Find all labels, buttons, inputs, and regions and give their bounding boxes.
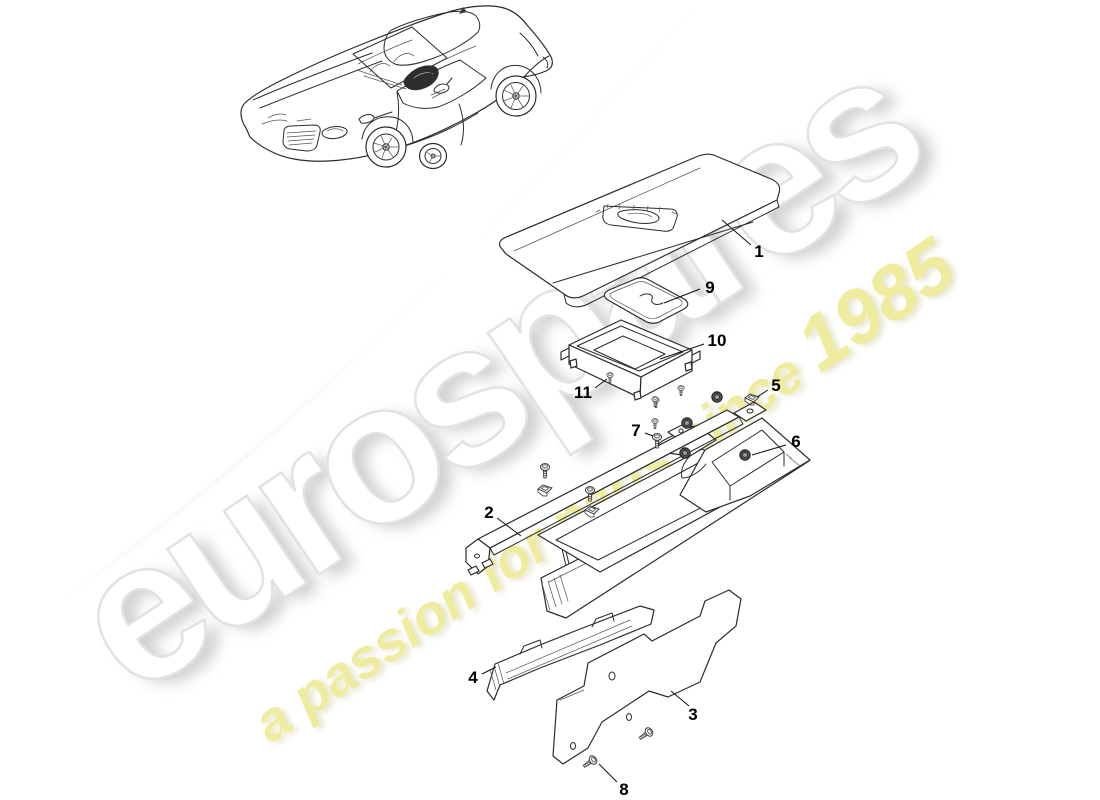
callout-number: 1 bbox=[754, 242, 763, 261]
callout-11: 11 bbox=[574, 378, 608, 402]
car-wiper bbox=[356, 69, 407, 90]
car-headlight bbox=[321, 126, 348, 140]
callout-number: 7 bbox=[631, 421, 640, 440]
bin-screw bbox=[677, 385, 685, 397]
callout-number: 4 bbox=[468, 668, 478, 687]
bin-screw bbox=[651, 418, 659, 430]
callout-number: 5 bbox=[771, 376, 780, 395]
car-illustration bbox=[240, 5, 553, 170]
callout-1: 1 bbox=[721, 219, 764, 261]
car-grille bbox=[282, 124, 321, 152]
console-left-bracket bbox=[465, 538, 494, 576]
console-nut bbox=[681, 417, 693, 429]
console-nut bbox=[679, 447, 691, 459]
callout-8: 8 bbox=[598, 763, 629, 799]
callout-layer: 1 9 10 11 5 7 6 2 4 3 8 bbox=[468, 219, 801, 799]
callout-number: 6 bbox=[791, 432, 800, 451]
callout-leader-line bbox=[670, 690, 690, 707]
callout-number: 3 bbox=[688, 705, 697, 724]
part-8-screw bbox=[636, 725, 655, 743]
callout-10: 10 bbox=[659, 331, 727, 360]
car-roof-panel bbox=[383, 10, 481, 66]
callout-number: 11 bbox=[574, 383, 592, 402]
car-front-left-wheel bbox=[361, 116, 414, 168]
part-3-closing-panel bbox=[552, 589, 742, 771]
part-10-storage-bin bbox=[560, 319, 701, 430]
car-windshield bbox=[352, 26, 448, 89]
callout-number: 2 bbox=[484, 503, 493, 522]
console-clip bbox=[537, 484, 553, 497]
car-mirror bbox=[433, 77, 453, 94]
car-front-right-wheel bbox=[418, 142, 448, 170]
part-8-screw bbox=[580, 753, 599, 771]
callout-4: 4 bbox=[468, 666, 497, 687]
car-badge bbox=[296, 118, 312, 122]
part-2-console-assembly bbox=[465, 391, 811, 619]
callout-leader-line bbox=[756, 389, 769, 398]
callout-leader-line bbox=[659, 343, 705, 360]
callout-leader-line bbox=[496, 517, 522, 537]
callout-number: 8 bbox=[619, 780, 628, 799]
callout-number: 9 bbox=[705, 278, 714, 297]
car-side-window bbox=[396, 59, 487, 109]
console-nut bbox=[711, 391, 723, 403]
callout-3: 3 bbox=[670, 690, 698, 724]
callout-leader-line bbox=[644, 432, 654, 437]
car-antenna-fin bbox=[459, 7, 467, 14]
callout-leader-line bbox=[721, 219, 752, 246]
callout-leader-line bbox=[481, 666, 497, 675]
car-seat-left bbox=[369, 63, 391, 73]
part-9-rubber-mat bbox=[603, 277, 689, 324]
callout-leader-line bbox=[594, 378, 608, 389]
console-screw bbox=[539, 463, 551, 479]
part-6-nut bbox=[739, 449, 751, 461]
callout-6: 6 bbox=[751, 432, 801, 456]
car-side-vent bbox=[358, 111, 393, 124]
car-seat-right bbox=[393, 53, 415, 63]
callout-2: 2 bbox=[484, 503, 522, 537]
part-4-side-trim bbox=[486, 605, 655, 701]
callout-leader-line bbox=[751, 444, 787, 456]
lid-handle-recess bbox=[602, 205, 678, 232]
callout-7: 7 bbox=[631, 421, 654, 440]
part-1-armrest-lid bbox=[498, 153, 781, 308]
console-rear-body bbox=[679, 417, 811, 513]
callout-number: 10 bbox=[708, 331, 727, 350]
car-rear-wheel bbox=[490, 64, 542, 117]
callout-leader-line bbox=[663, 288, 701, 304]
console-top-tab bbox=[733, 401, 767, 422]
callout-5: 5 bbox=[756, 376, 781, 398]
callout-leader-line bbox=[598, 763, 618, 783]
callout-9: 9 bbox=[663, 278, 715, 304]
